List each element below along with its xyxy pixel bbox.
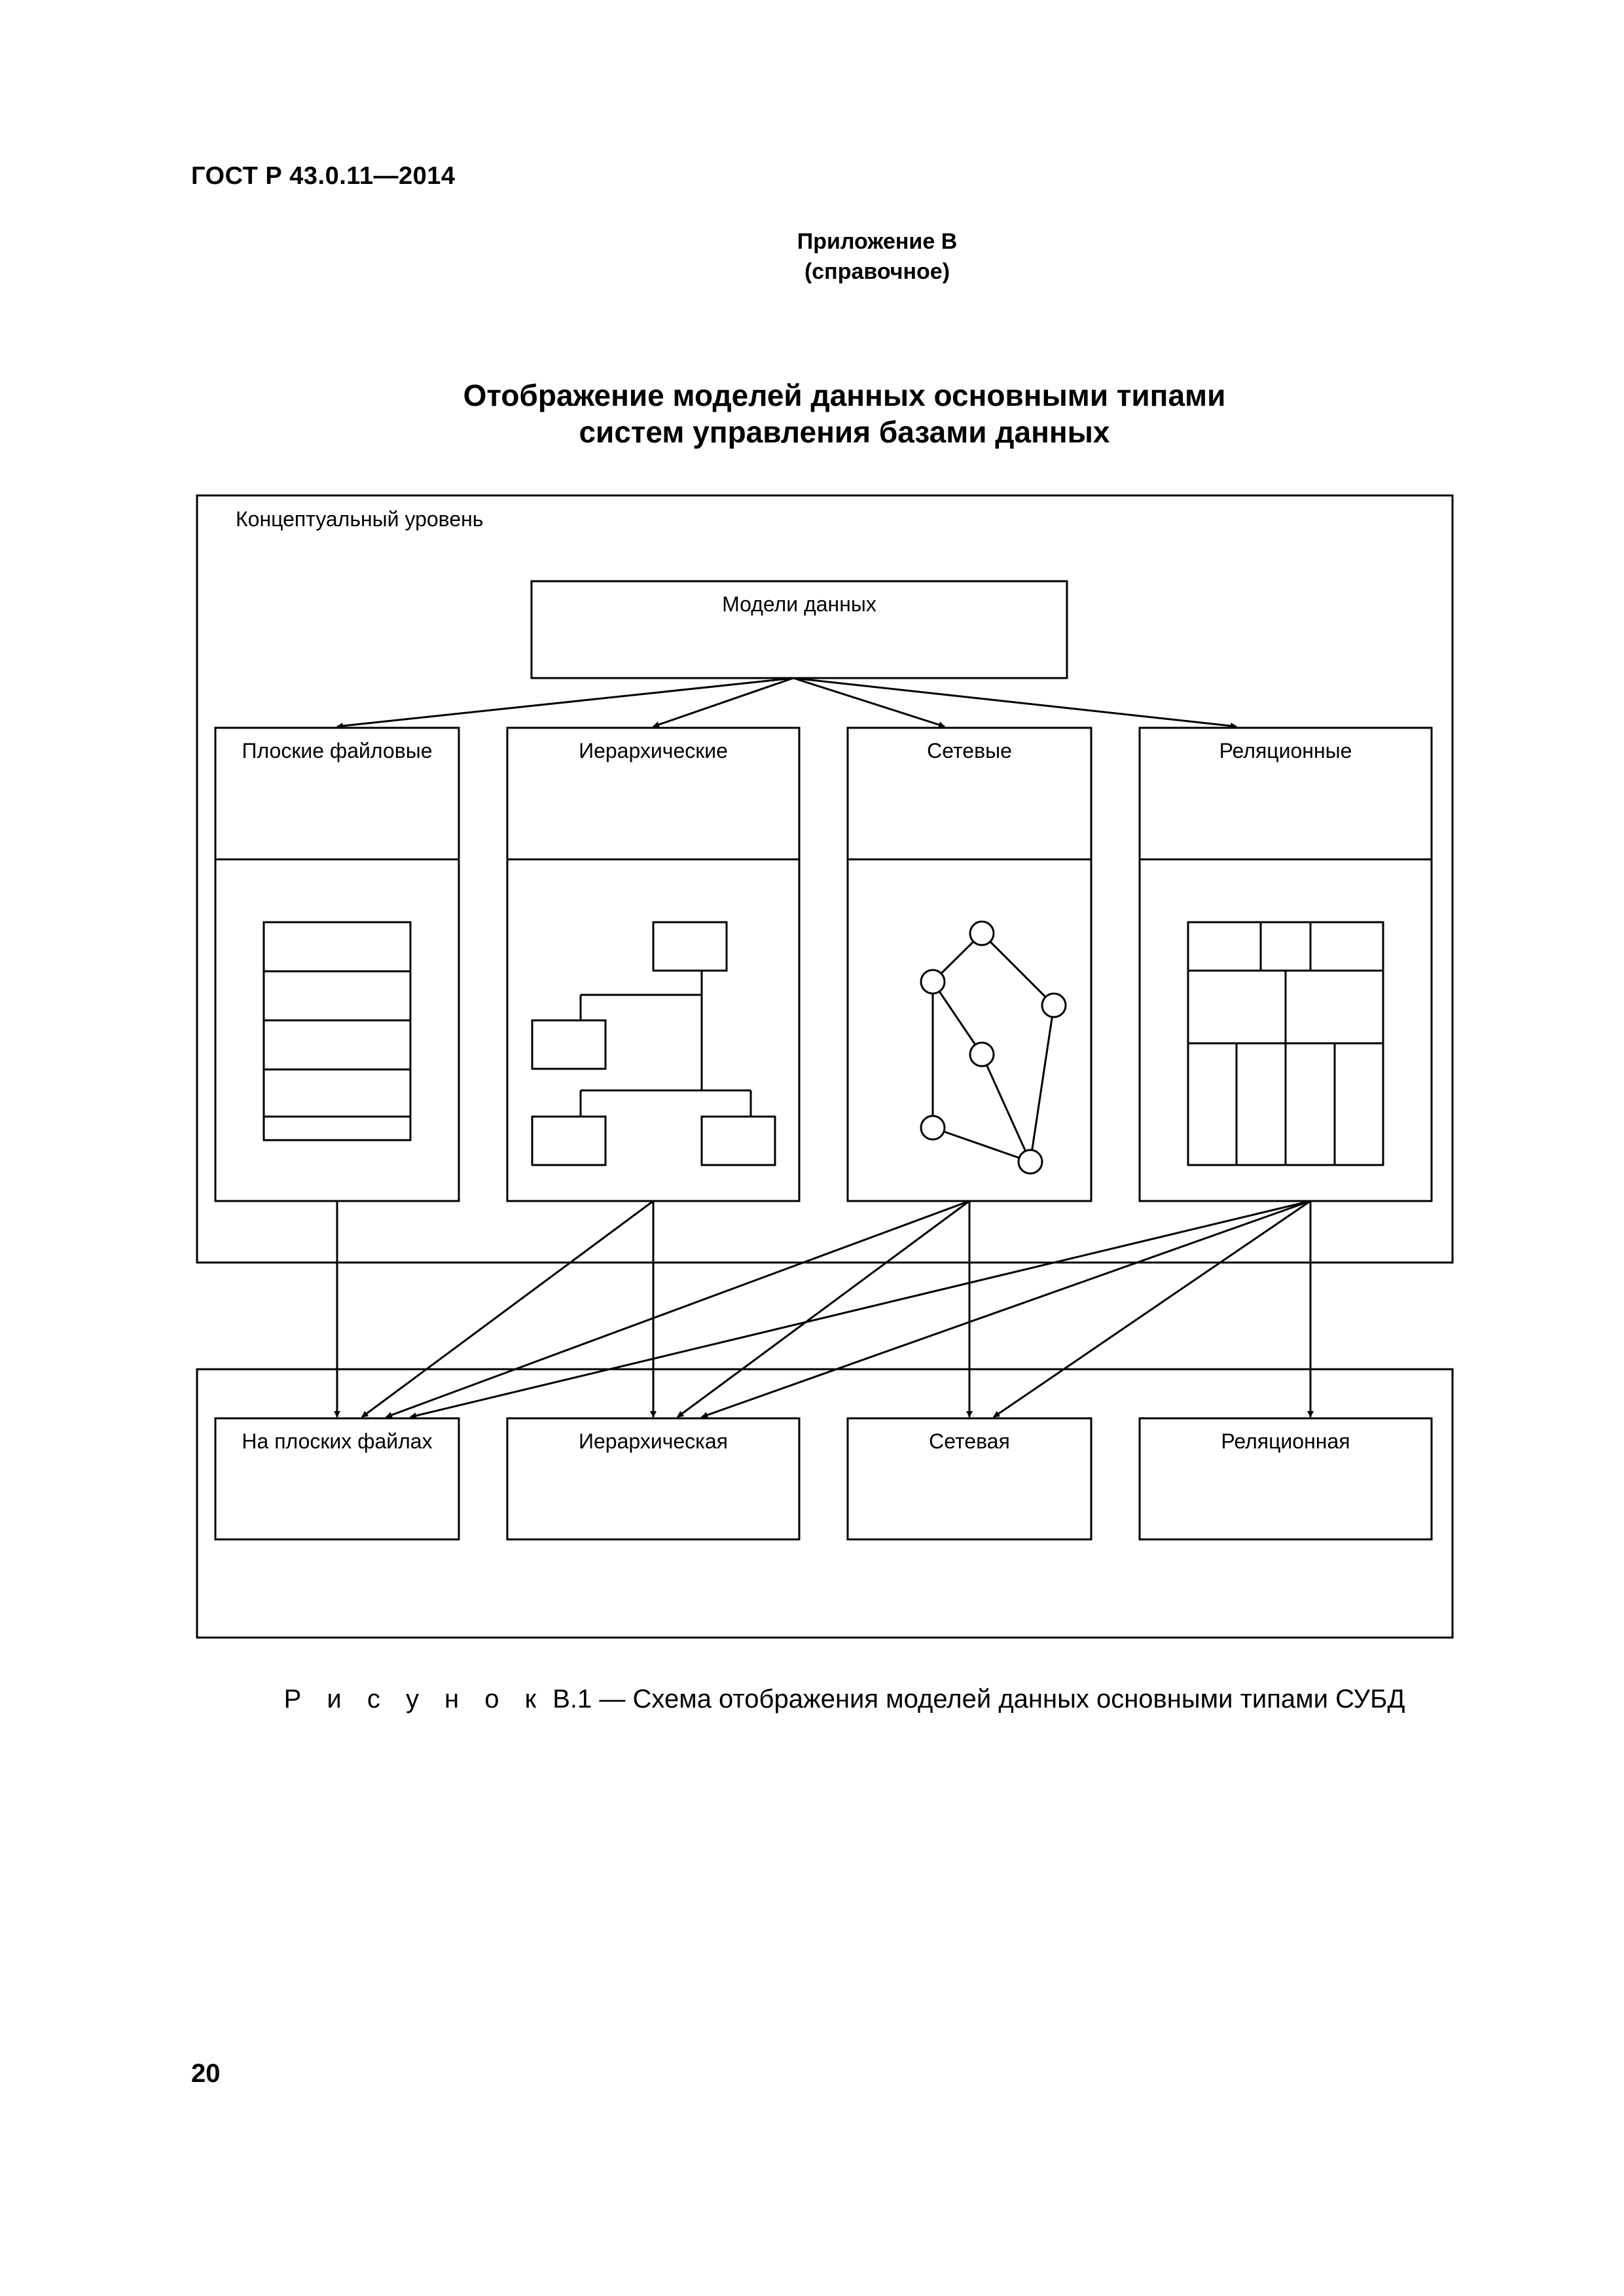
- conceptual-level-frame: [196, 494, 1454, 1264]
- dbms-label-flat-files: На плоских файлах: [242, 1429, 432, 1453]
- model-label-relational: Реляционные: [1219, 739, 1352, 762]
- network-graph-icon: [920, 920, 1067, 1175]
- model-label-flat-files: Плоские файловые: [242, 739, 432, 762]
- page-title-line-2: систем управления базами данных: [579, 415, 1110, 449]
- model-box-flat-files: [214, 726, 460, 1202]
- arrow-models-to-network: [793, 677, 945, 728]
- relational-table-icon: [1187, 921, 1384, 1166]
- dbms-box-hierarchical: [506, 1417, 801, 1541]
- conceptual-level-label: Концептуальный уровень: [236, 507, 483, 531]
- arrow-models-to-hierarchical: [653, 677, 794, 728]
- arrow-hier-to-flat-dbms: [361, 1200, 654, 1418]
- arrow-rel-to-net-dbms: [993, 1200, 1311, 1418]
- dbms-label-network: Сетевая: [929, 1429, 1010, 1453]
- page-title: Отображение моделей данных основными тип…: [327, 377, 1362, 450]
- model-box-relational: [1138, 726, 1433, 1202]
- figure-caption-text: В.1 — Схема отображения моделей данных о…: [552, 1685, 1405, 1713]
- dbms-box-relational: [1138, 1417, 1433, 1541]
- page-title-line-1: Отображение моделей данных основными тип…: [463, 378, 1226, 412]
- arrow-models-to-flat: [336, 677, 794, 730]
- model-label-network: Сетевые: [927, 739, 1012, 762]
- arrow-rel-to-flat-dbms: [410, 1200, 1311, 1419]
- dbms-label-hierarchical: Иерархическая: [579, 1429, 728, 1453]
- appendix-heading: Приложение В (справочное): [707, 226, 1047, 287]
- document-code: ГОСТ Р 43.0.11—2014: [191, 162, 456, 190]
- arrow-models-to-relational: [793, 677, 1237, 729]
- model-label-hierarchical: Иерархические: [579, 739, 728, 762]
- arrow-net-to-flat-dbms: [386, 1200, 970, 1418]
- page-number: 20: [191, 2059, 221, 2088]
- dbms-box-network: [846, 1417, 1092, 1541]
- model-box-network: [846, 726, 1092, 1202]
- arrow-rel-to-hier-dbms: [701, 1200, 1311, 1418]
- figure-caption-label: Р и с у н о к: [283, 1685, 546, 1713]
- appendix-title: Приложение В: [797, 229, 958, 254]
- flat-file-icon: [262, 921, 412, 1141]
- hierarchy-tree-icon: [531, 921, 776, 1166]
- dbms-label-relational: Реляционная: [1221, 1429, 1350, 1453]
- dbms-box-flat-files: [214, 1417, 460, 1541]
- dbms-level-frame: [196, 1368, 1454, 1639]
- figure-caption: Р и с у н о к В.1 — Схема отображения мо…: [196, 1685, 1492, 1714]
- data-models-label: Модели данных: [722, 592, 876, 616]
- arrow-net-to-hier-dbms: [677, 1200, 970, 1418]
- appendix-type: (справочное): [804, 259, 950, 284]
